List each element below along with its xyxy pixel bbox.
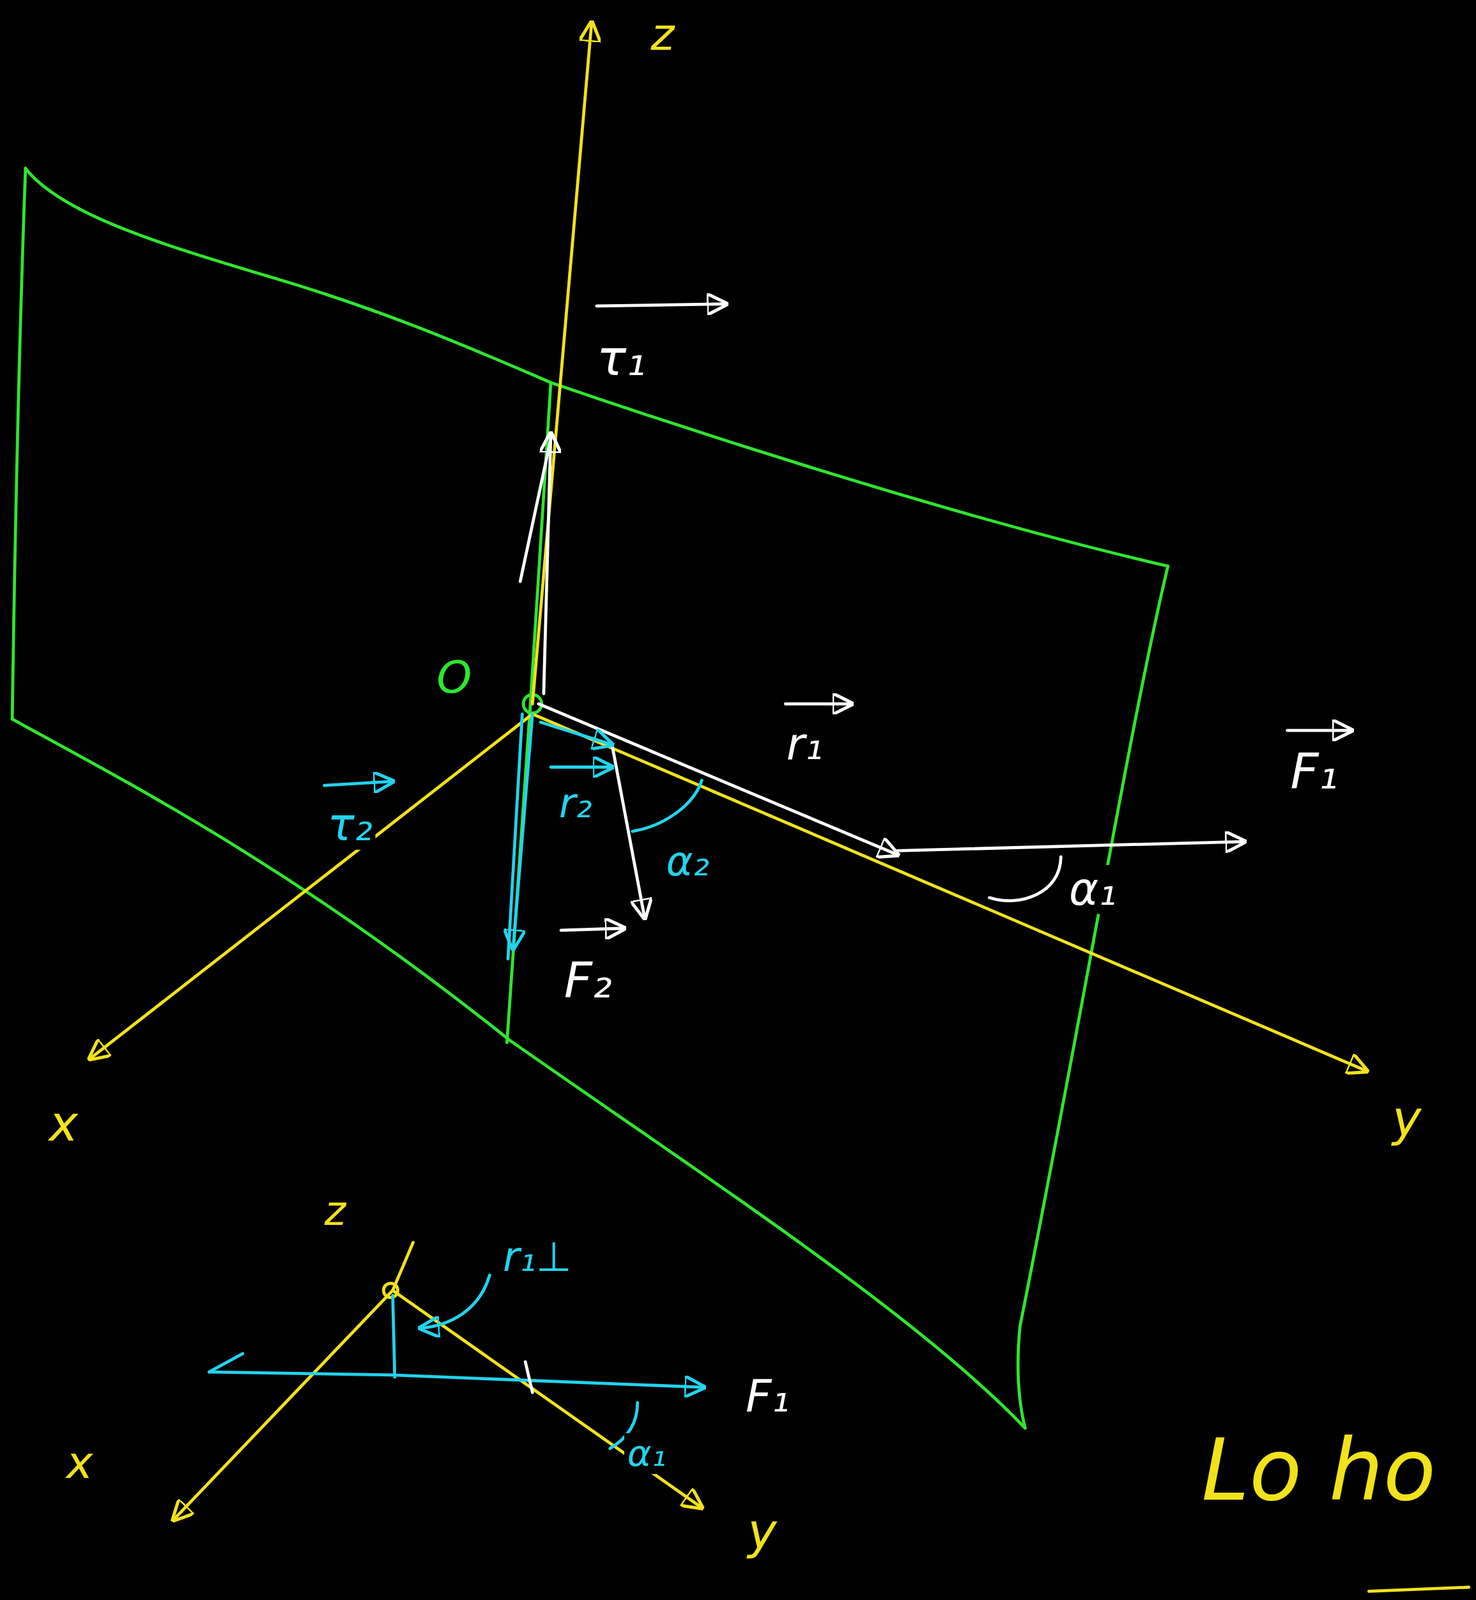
angle-label: α₂ — [663, 838, 713, 884]
cyan-vectors — [324, 713, 703, 959]
axis-label: y — [1389, 1091, 1425, 1146]
vector-label: r₁ — [783, 718, 827, 769]
axis-label: x — [46, 1096, 82, 1151]
force-label: F₁ — [742, 1371, 793, 1422]
axis-label: z — [321, 1188, 349, 1234]
torque-label: τ₁ — [593, 331, 649, 386]
force-label: F₁ — [1287, 744, 1342, 799]
force-vectors — [538, 704, 1352, 931]
small-axes — [173, 1242, 704, 1520]
torque-label: τ₂ — [324, 800, 376, 850]
angle-label: α₁ — [1065, 865, 1120, 915]
plane — [12, 168, 1169, 1429]
vector-label: r₁⊥ — [499, 1234, 575, 1280]
axis-label: z — [647, 10, 678, 60]
force-label: F₂ — [561, 953, 615, 1008]
torque-vector — [520, 304, 726, 694]
cut-stroke — [1368, 1587, 1469, 1592]
origin-label: O — [433, 653, 475, 703]
vector-label: r₂ — [555, 780, 595, 825]
axis-label: x — [63, 1438, 96, 1488]
angle-label: α₁ — [624, 1433, 670, 1474]
axis-label: y — [744, 1504, 780, 1559]
axes — [89, 22, 1367, 1071]
note: Lo ho — [1198, 1422, 1439, 1517]
